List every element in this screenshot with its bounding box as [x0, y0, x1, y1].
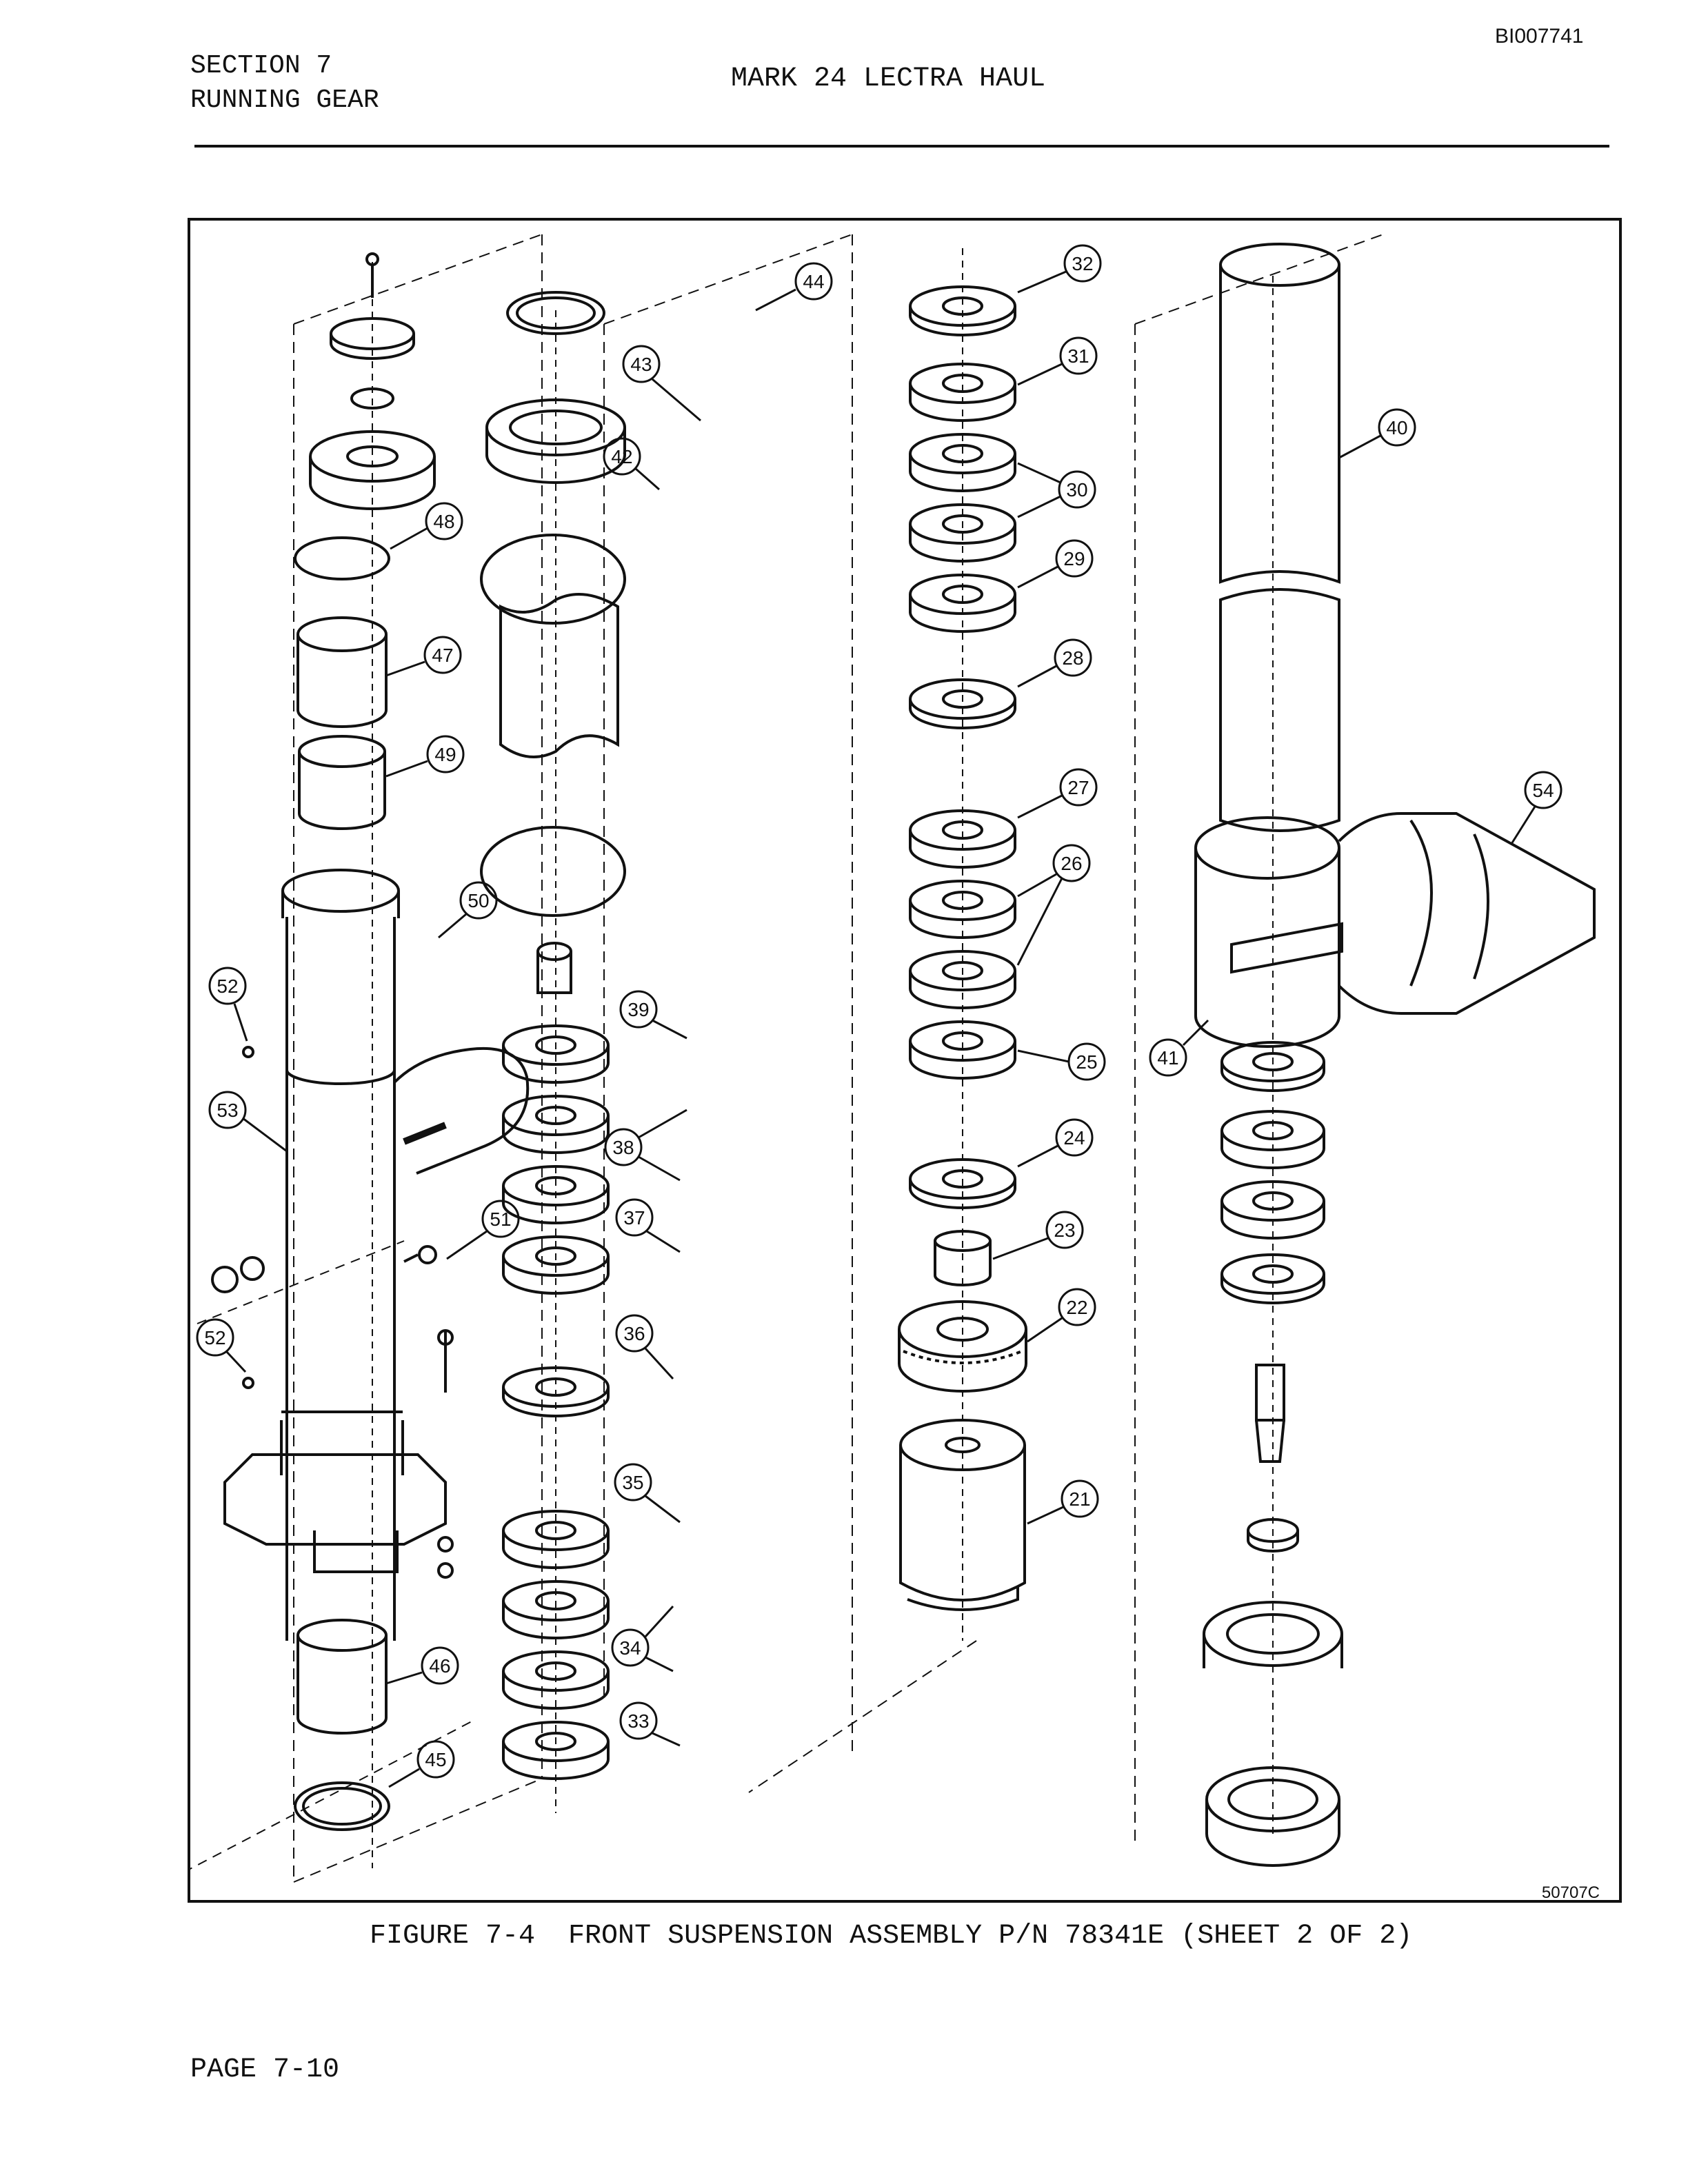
spindle-housing-column	[1134, 234, 1596, 1867]
callout-48: 48	[390, 502, 463, 550]
callout-label: 26	[1061, 853, 1082, 874]
callout-44: 44	[755, 262, 833, 312]
header-divider	[194, 145, 1609, 148]
callout-label: 28	[1062, 647, 1083, 669]
callout-52a: 52	[208, 967, 248, 1042]
figure-caption: FIGURE 7-4 FRONT SUSPENSION ASSEMBLY P/N…	[370, 1921, 1413, 1952]
suspension-tube-column	[190, 252, 530, 1870]
callout-33: 33	[619, 1701, 681, 1747]
callout-label: 27	[1067, 777, 1089, 798]
callout-label: 23	[1054, 1220, 1075, 1241]
callout-29: 29	[1017, 539, 1094, 589]
callout-label: 52	[204, 1327, 225, 1348]
callout-label: 45	[425, 1749, 446, 1770]
callout-30: 30	[1017, 462, 1096, 518]
callout-label: 41	[1157, 1047, 1178, 1069]
callout-label: 29	[1063, 548, 1085, 569]
callout-label: 47	[432, 645, 453, 666]
callout-22: 22	[1027, 1288, 1096, 1343]
callout-label: 36	[623, 1323, 645, 1344]
callout-label: 49	[434, 744, 456, 765]
callout-label: 31	[1067, 345, 1089, 367]
callout-27: 27	[1017, 768, 1098, 819]
callout-label: 33	[627, 1710, 649, 1732]
callout-39: 39	[619, 990, 687, 1040]
callout-label: 30	[1066, 479, 1087, 501]
drawing-number: 50707C	[1541, 1883, 1600, 1902]
section-number: SECTION 7	[190, 51, 332, 81]
callout-37: 37	[615, 1198, 681, 1253]
washer-stack-32-24	[909, 285, 1016, 1209]
callout-51: 51	[446, 1200, 520, 1260]
callout-42: 42	[603, 437, 660, 491]
callout-35: 35	[614, 1463, 681, 1524]
callout-label: 46	[429, 1655, 450, 1677]
callout-label: 51	[490, 1209, 511, 1230]
callout-43: 43	[622, 345, 701, 422]
document-title: MARK 24 LECTRA HAUL	[731, 63, 1046, 94]
spring-stack-column	[293, 234, 626, 1883]
callout-label: 34	[619, 1637, 641, 1659]
callout-26: 26	[1016, 844, 1091, 966]
callout-28: 28	[1017, 638, 1092, 688]
callout-label: 37	[623, 1207, 645, 1228]
callout-47: 47	[385, 636, 462, 677]
document-id: BI007741	[1495, 25, 1584, 48]
callout-label: 38	[612, 1137, 634, 1158]
callout-label: 40	[1386, 417, 1407, 438]
page-number: PAGE 7-10	[190, 2054, 340, 2085]
callout-54: 54	[1510, 771, 1563, 845]
callout-label: 42	[611, 446, 632, 467]
callout-31: 31	[1017, 336, 1098, 386]
part-callouts: 44 43 42 48 47 49 50 52 53 51 52 46 45 3…	[196, 244, 1563, 1788]
callout-label: 24	[1063, 1127, 1085, 1149]
callout-50: 50	[438, 881, 498, 939]
callout-label: 35	[622, 1472, 643, 1493]
callout-label: 25	[1076, 1051, 1097, 1073]
callout-41: 41	[1149, 1019, 1209, 1077]
callout-32: 32	[1017, 244, 1102, 294]
callout-46: 46	[385, 1646, 459, 1685]
callout-label: 43	[630, 354, 652, 375]
washer-stack-column	[603, 234, 1027, 1793]
callout-label: 22	[1066, 1297, 1087, 1318]
callout-36: 36	[615, 1314, 674, 1380]
callout-24: 24	[1017, 1118, 1094, 1168]
callout-label: 52	[217, 975, 238, 997]
spindle-washers	[1220, 1041, 1325, 1304]
callout-38: 38	[604, 1109, 687, 1182]
section-name: RUNNING GEAR	[190, 85, 379, 115]
callout-label: 39	[627, 999, 649, 1020]
figure-frame	[188, 218, 1622, 1903]
callout-label: 50	[468, 890, 489, 911]
callout-label: 54	[1532, 780, 1554, 801]
exploded-view-drawing: 44 43 42 48 47 49 50 52 53 51 52 46 45 3…	[190, 234, 1596, 1883]
callout-45: 45	[388, 1740, 455, 1788]
callout-34: 34	[611, 1605, 674, 1672]
callout-label: 32	[1072, 253, 1093, 274]
callout-23: 23	[992, 1211, 1084, 1260]
callout-49: 49	[385, 735, 465, 778]
callout-label: 21	[1069, 1488, 1090, 1510]
callout-label: 48	[433, 511, 454, 532]
callout-40: 40	[1338, 408, 1416, 459]
callout-53: 53	[208, 1091, 288, 1153]
callout-25: 25	[1017, 1042, 1106, 1081]
callout-label: 53	[217, 1100, 238, 1121]
callout-label: 44	[803, 271, 824, 292]
callout-52b: 52	[196, 1318, 247, 1373]
callout-21: 21	[1027, 1479, 1099, 1525]
